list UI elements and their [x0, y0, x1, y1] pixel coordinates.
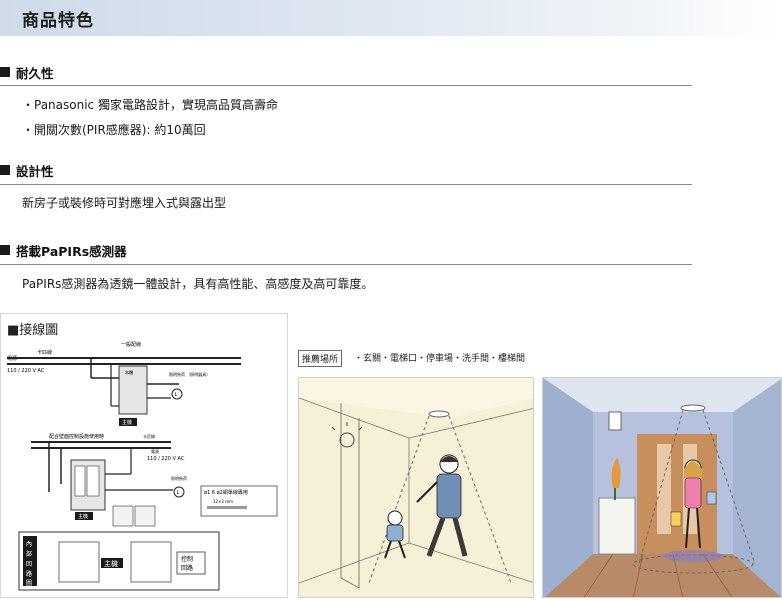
- svg-text:110 / 220 V AC: 110 / 220 V AC: [147, 456, 185, 462]
- svg-text:控制: 控制: [181, 555, 193, 563]
- svg-text:12×2 mm: 12×2 mm: [213, 499, 233, 504]
- section-durability-header: 耐久性: [0, 60, 700, 86]
- section-text: 新房子或裝修時可對應埋入式與露出型: [22, 196, 227, 210]
- scene-hallway-drawing: [299, 378, 533, 597]
- svg-text:部: 部: [26, 550, 32, 558]
- svg-text:卡匹線: 卡匹線: [37, 349, 52, 356]
- svg-text:卡匹線: 卡匹線: [143, 433, 155, 439]
- svg-text:內: 內: [26, 540, 32, 548]
- svg-text:主機: 主機: [122, 419, 132, 426]
- wiring-diagram: ■接線圖 一般配線 卡匹線 電源 110 / 220 V AC 本體 L 照明負…: [0, 313, 288, 598]
- square-bullet-icon: [0, 67, 10, 77]
- wiring-schematic: 一般配線 卡匹線 電源 110 / 220 V AC 本體 L 照明負荷 （照明…: [7, 341, 278, 591]
- section-title: 耐久性: [16, 66, 54, 81]
- scene-lobby-drawing: [543, 378, 781, 597]
- section-title: 搭載PaPIRs感測器: [16, 244, 127, 259]
- section-text: PaPIRs感測器為透鏡一體設計，具有高性能、高感度及高可靠度。: [22, 277, 374, 291]
- svg-text:110 / 220 V AC: 110 / 220 V AC: [7, 368, 45, 374]
- feature-bullet: ・開關次數(PIR感應器): 約10萬回: [22, 123, 206, 137]
- svg-text:圖: 圖: [26, 580, 32, 587]
- svg-text:電源: 電源: [151, 448, 159, 454]
- section-divider: [0, 184, 692, 185]
- square-bullet-icon: [0, 245, 10, 255]
- svg-text:照明負荷 （照明器具）: 照明負荷 （照明器具）: [169, 371, 210, 377]
- svg-text:路: 路: [26, 570, 32, 578]
- feature-bullet: ・Panasonic 獨家電路設計，實現高品質高壽命: [22, 98, 278, 112]
- scene-illustration-lobby: [542, 377, 782, 598]
- svg-text:ø1.6 ø2銅單線專用: ø1.6 ø2銅單線專用: [204, 489, 248, 496]
- svg-text:主機: 主機: [78, 513, 88, 520]
- svg-text:回: 回: [26, 561, 32, 568]
- scene-illustration-hallway: [298, 377, 534, 598]
- svg-text:回路: 回路: [181, 564, 193, 572]
- svg-text:配合壁面控制設施使用時: 配合壁面控制設施使用時: [49, 433, 104, 440]
- page-title: 商品特色: [22, 11, 94, 31]
- svg-text:照明負荷: 照明負荷: [171, 475, 187, 481]
- wiring-title: ■接線圖: [7, 323, 59, 338]
- svg-text:本體: 本體: [125, 369, 133, 375]
- section-title: 設計性: [16, 164, 54, 179]
- svg-text:L: L: [177, 490, 180, 496]
- section-divider: [0, 264, 692, 265]
- section-sensor-header: 搭載PaPIRs感測器: [0, 238, 700, 264]
- section-divider: [0, 85, 692, 86]
- svg-text:L: L: [175, 392, 178, 398]
- header-banner: 商品特色: [0, 0, 782, 36]
- section-design-header: 設計性: [0, 158, 700, 184]
- svg-text:主機: 主機: [104, 559, 118, 568]
- recommended-places-tag: 推薦場所: [298, 350, 343, 367]
- recommended-places-list: ・玄關・電梯口・停車場・洗手間・樓梯間: [354, 354, 526, 364]
- square-bullet-icon: [0, 165, 10, 175]
- label-general: 一般配線: [121, 341, 141, 348]
